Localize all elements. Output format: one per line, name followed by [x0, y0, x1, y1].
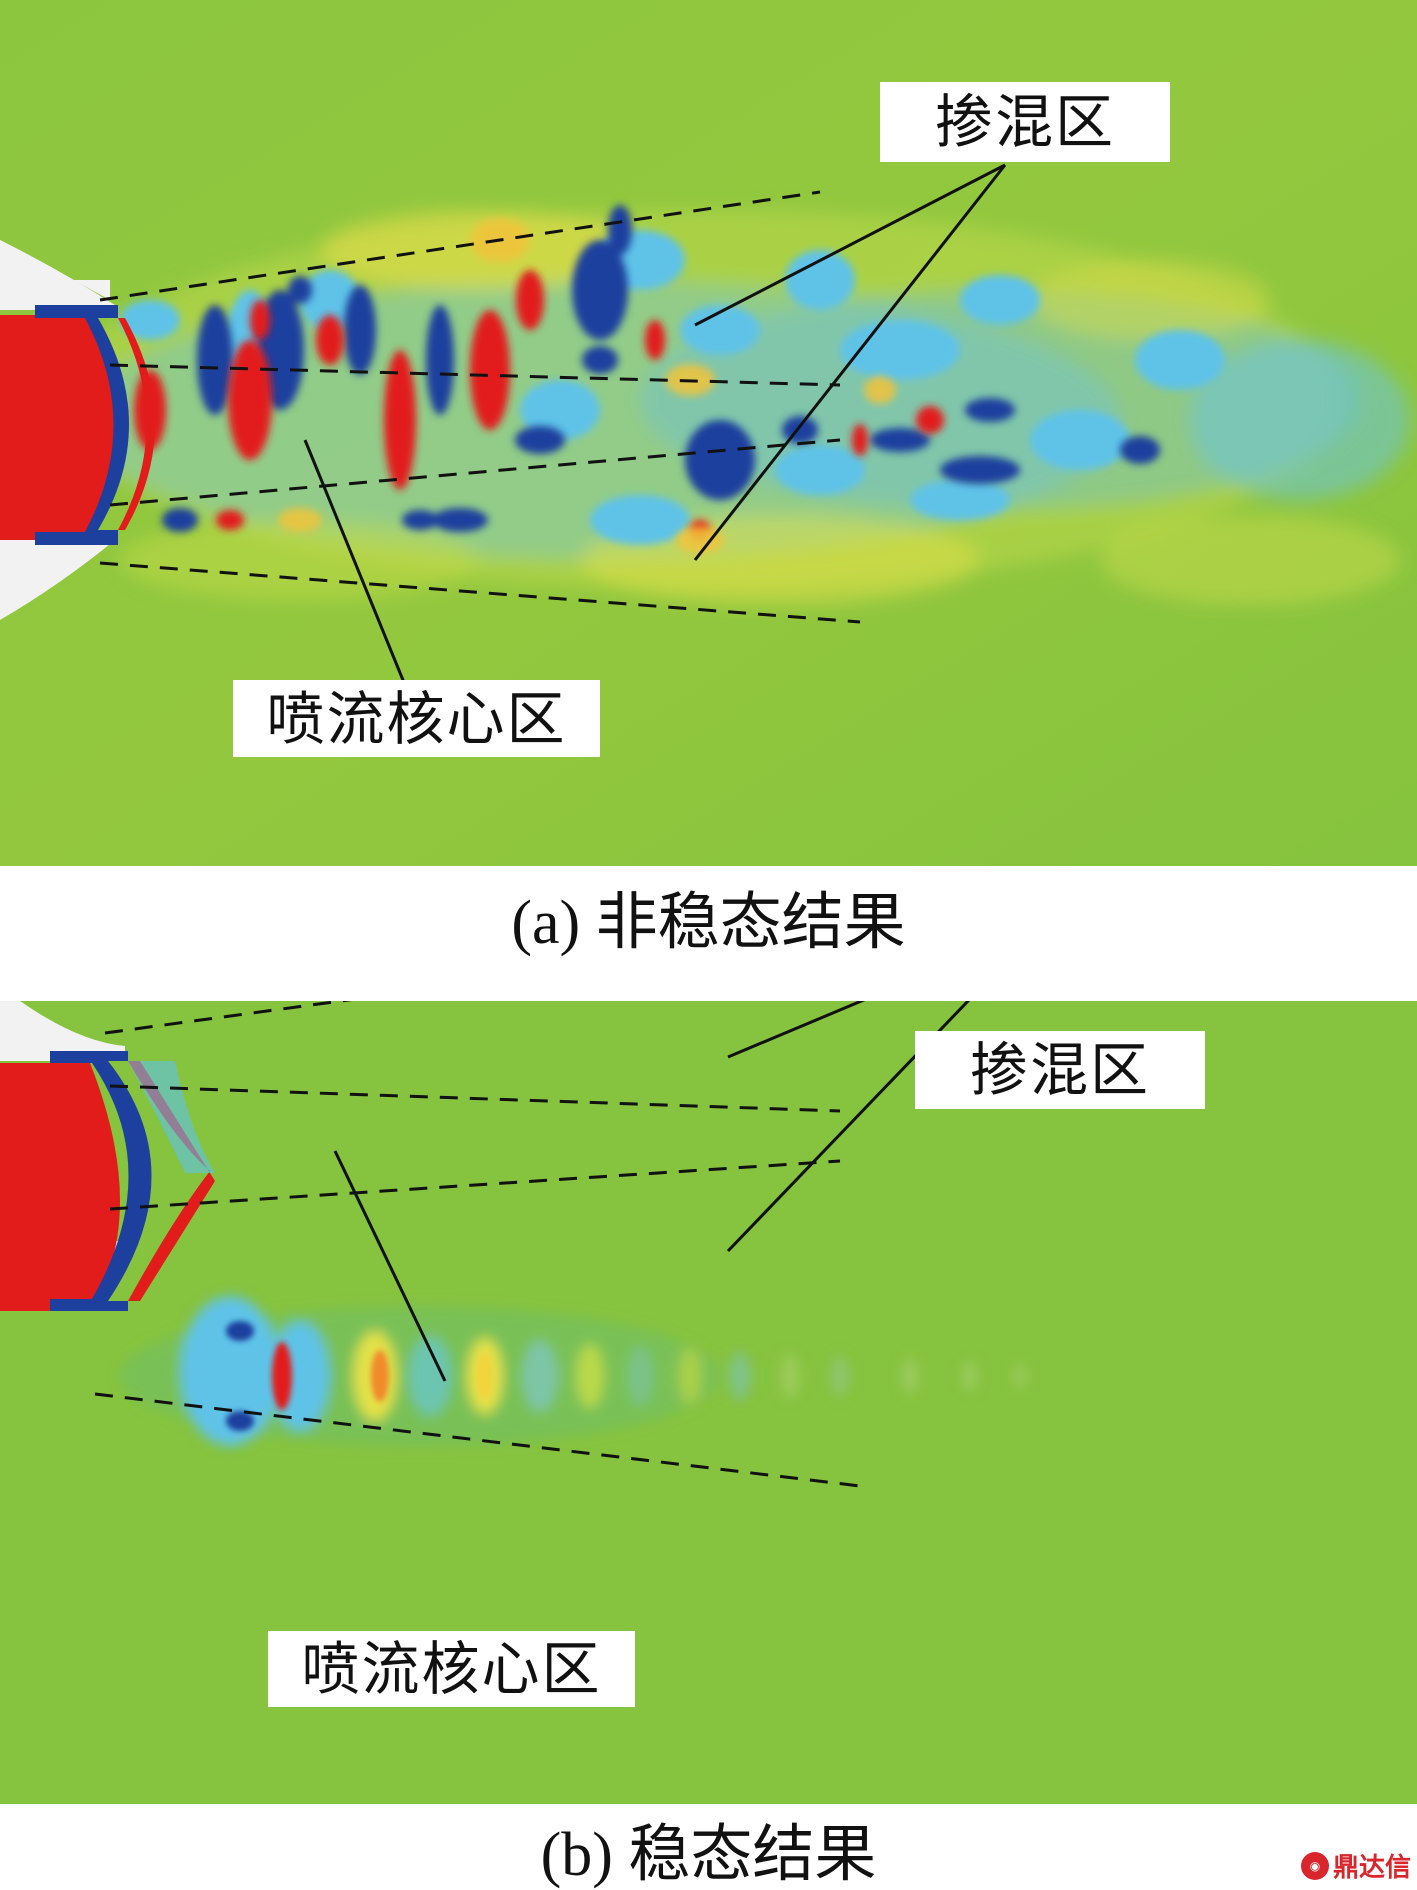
nozzle-lip-upper: [0, 1001, 125, 1061]
yellow-fringes: [278, 218, 896, 554]
mixing-region-label: 掺混区: [880, 82, 1170, 162]
mixing-region-boundaries: [99, 190, 861, 624]
watermark: ◉ 鼎达信: [1300, 1847, 1411, 1884]
leader-lines: [333, 1001, 971, 1382]
leader-lines: [303, 163, 1007, 686]
caption-steady: (b) 稳态结果: [540, 1821, 877, 1889]
nozzle-exit-core: [0, 1063, 120, 1311]
steady-contour-panel: 掺混区 喷流核心区: [0, 1001, 1417, 1804]
caption-unsteady: (a) 非稳态结果: [511, 889, 906, 957]
mixing-region-boundaries: [94, 1001, 861, 1488]
unsteady-contour-plot: [0, 0, 1417, 866]
mixing-region-label: 掺混区: [915, 1031, 1205, 1109]
watermark-logo-icon: ◉: [1300, 1851, 1329, 1880]
steady-contour-plot: [0, 1001, 1417, 1804]
expansion-fan: [50, 1051, 152, 1311]
nozzle-lip-lower: [0, 530, 115, 620]
dark-blue-vortices: [162, 205, 1160, 532]
watermark-text: 鼎达信: [1332, 1853, 1411, 1883]
unsteady-contour-panel: 掺混区 喷流核心区: [0, 0, 1417, 866]
shock-cell-highlights: [226, 1321, 493, 1431]
jet-core-label: 喷流核心区: [233, 680, 600, 757]
red-hot-spots: [134, 270, 944, 540]
expansion-fan: [35, 305, 129, 545]
nozzle-exit-core: [0, 315, 118, 540]
jet-core-label: 喷流核心区: [268, 1631, 635, 1707]
